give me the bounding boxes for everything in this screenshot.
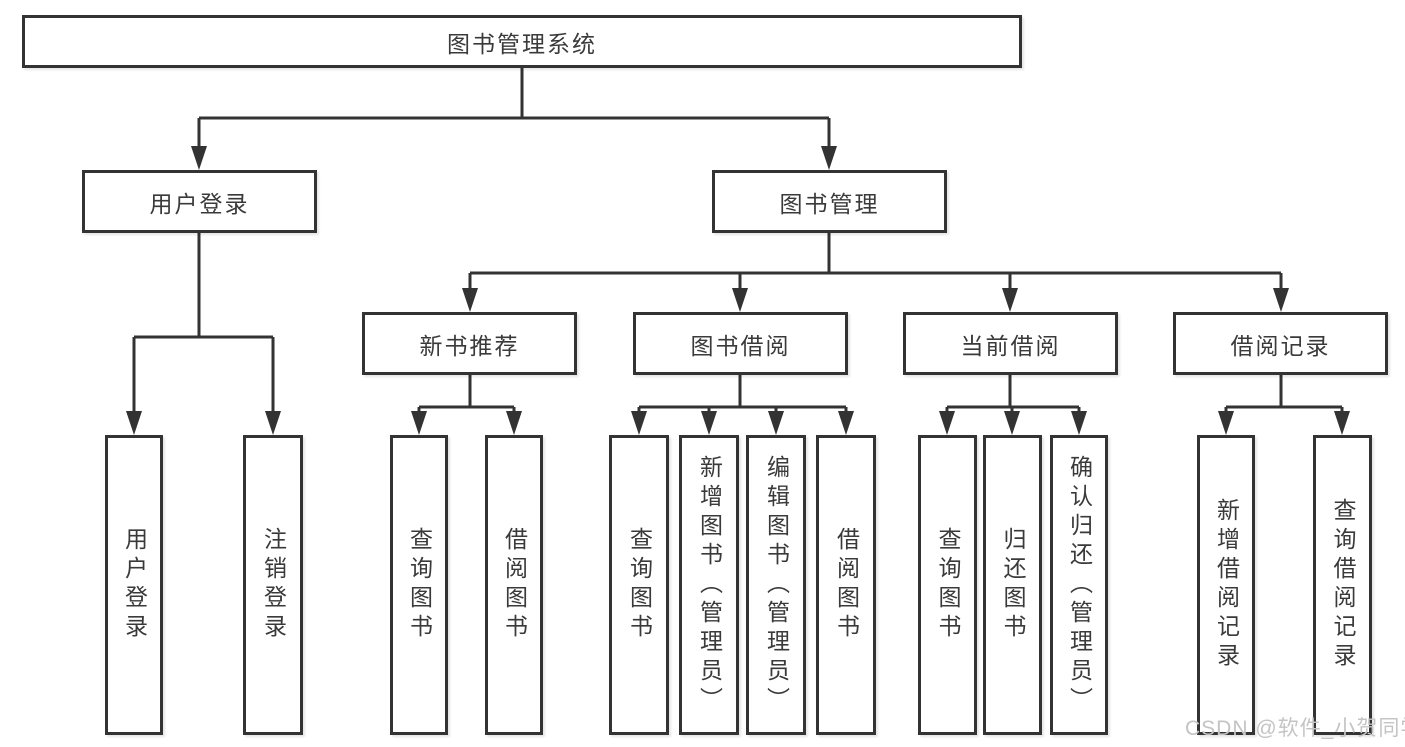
arrowhead — [768, 411, 784, 435]
node-user-login: 用户登录 — [82, 170, 317, 233]
node-current-borrowing: 当前借阅 — [903, 312, 1118, 375]
connector-book-borrowing-children — [631, 375, 854, 435]
connector-book-management-sections — [462, 233, 1289, 312]
arrowhead — [1273, 288, 1289, 312]
leaf-user-login: 用户登录 — [105, 435, 163, 735]
leaf-br-query-record: 查询借阅记录 — [1313, 435, 1372, 735]
node-book-management: 图书管理 — [712, 170, 947, 233]
connector-user-login-children — [126, 233, 281, 435]
arrowhead — [462, 288, 478, 312]
node-borrow-records: 借阅记录 — [1173, 312, 1388, 375]
arrowhead — [1071, 411, 1087, 435]
arrowhead — [939, 411, 955, 435]
arrowhead — [701, 411, 717, 435]
leaf-nbr-query-books: 查询图书 — [390, 435, 448, 735]
leaf-bb-borrow-books: 借阅图书 — [816, 435, 876, 735]
leaf-nbr-borrow-books: 借阅图书 — [485, 435, 543, 735]
leaf-br-add-record: 新增借阅记录 — [1197, 435, 1255, 735]
leaf-cb-return-books: 归还图书 — [983, 435, 1042, 735]
arrowhead — [506, 411, 522, 435]
arrowhead — [821, 146, 837, 170]
connector-borrow-records-children — [1218, 375, 1350, 435]
arrowhead — [1218, 411, 1234, 435]
connector-new-book-recommend-children — [411, 375, 522, 435]
leaf-logout: 注销登录 — [243, 435, 303, 735]
leaf-cb-confirm-return-admin: 确认归还（管理员） — [1050, 435, 1108, 735]
leaf-cb-query-books: 查询图书 — [918, 435, 977, 735]
arrowhead — [732, 288, 748, 312]
node-new-book-recommend: 新书推荐 — [362, 312, 577, 375]
leaf-bb-edit-books-admin: 编辑图书（管理员） — [746, 435, 806, 735]
arrowhead — [191, 146, 207, 170]
arrowhead — [126, 411, 142, 435]
arrowhead — [411, 411, 427, 435]
node-library-system: 图书管理系统 — [22, 15, 1022, 68]
arrowhead — [265, 411, 281, 435]
node-book-borrowing: 图书借阅 — [633, 312, 848, 375]
arrowhead — [1002, 288, 1018, 312]
arrowhead — [1334, 411, 1350, 435]
arrowhead — [1004, 411, 1020, 435]
leaf-bb-query-books: 查询图书 — [609, 435, 669, 735]
leaf-bb-add-books-admin: 新增图书（管理员） — [679, 435, 739, 735]
csdn-watermark: CSDN @软件_小贺同学 — [1185, 717, 1405, 740]
connector-root-to-level2 — [191, 68, 837, 170]
arrowhead — [631, 411, 647, 435]
arrowhead — [838, 411, 854, 435]
connector-current-borrowing-children — [939, 375, 1087, 435]
